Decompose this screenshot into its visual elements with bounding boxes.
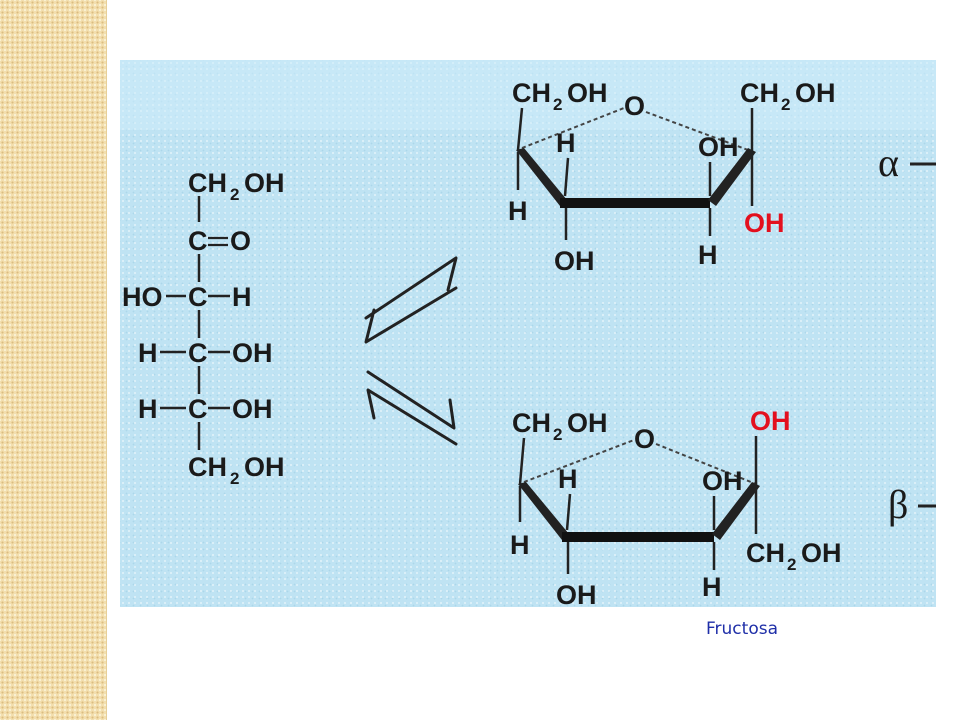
c1-oh-label: OH	[244, 168, 285, 198]
alpha-c5-c6-bond	[516, 107, 524, 151]
beta-oh-bottom: OH	[556, 580, 597, 607]
alpha-fructofuranose: CH 2 OH O H OH H CH 2 OH OH OH H	[508, 78, 936, 276]
alpha-c1-oh: OH	[795, 78, 836, 108]
c6-subscript: 2	[230, 469, 239, 488]
alpha-anomeric-oh: OH	[744, 208, 785, 238]
c2-carbon: C	[188, 226, 208, 256]
c3-carbon: C	[188, 282, 208, 312]
beta-c1-sub: 2	[787, 555, 796, 574]
beta-c1-oh: OH	[801, 538, 842, 568]
alpha-label: α	[878, 140, 899, 185]
alpha-c6-sub: 2	[553, 95, 562, 114]
alpha-oh-upper: OH	[698, 132, 739, 162]
equilibrium-arrow-upper	[364, 256, 458, 344]
alpha-h-bottom: H	[698, 240, 718, 270]
beta-fructofuranose: CH 2 OH O OH H OH H CH 2 OH OH H	[510, 406, 936, 607]
alpha-wedge-right	[708, 148, 756, 206]
beta-h-left: H	[510, 530, 530, 560]
c6-ch2-label: CH	[188, 452, 227, 482]
beta-ring-bond-o-c2	[655, 443, 757, 485]
alpha-c1-ch2: CH	[740, 78, 779, 108]
c3-ho-label: HO	[122, 282, 163, 312]
open-chain-fructose: CH 2 OH C O HO C H H C OH H C OH	[122, 168, 285, 488]
beta-c5-c6-bond	[518, 437, 526, 485]
beta-h-upper: H	[558, 464, 578, 494]
beta-wedge-right	[712, 482, 760, 540]
c4-carbon: C	[188, 338, 208, 368]
beta-ring-bond-c5-o	[523, 439, 635, 483]
beta-anomeric-oh: OH	[750, 406, 791, 436]
beta-wedge-left	[518, 482, 569, 540]
alpha-c1-sub: 2	[781, 95, 790, 114]
beta-c6-ch2: CH	[512, 408, 551, 438]
c1-subscript: 2	[230, 185, 239, 204]
beta-c6-sub: 2	[553, 425, 562, 444]
c5-oh-label: OH	[232, 394, 273, 424]
c4-oh-label: OH	[232, 338, 273, 368]
alpha-c6-oh: OH	[567, 78, 608, 108]
beta-ring-oxygen: O	[634, 424, 655, 454]
beta-h-bottom: H	[702, 572, 722, 602]
c2-oxygen: O	[230, 226, 251, 256]
alpha-h-upper: H	[556, 128, 576, 158]
alpha-bold-bottom-bond	[560, 198, 710, 208]
figure-caption: Fructosa	[706, 619, 778, 639]
c3-h-label: H	[232, 282, 252, 312]
figure-top-band	[120, 60, 936, 130]
c6-oh-label: OH	[244, 452, 285, 482]
equilibrium-arrow-lower	[366, 370, 458, 446]
structures-canvas: CH 2 OH C O HO C H H C OH H C OH	[122, 78, 936, 607]
decorative-side-band	[0, 0, 107, 720]
alpha-ring-bond-c5-o	[521, 107, 625, 149]
beta-c1-ch2: CH	[746, 538, 785, 568]
beta-oh-upper: OH	[702, 466, 743, 496]
alpha-wedge-left	[516, 148, 567, 206]
c5-h-label: H	[138, 394, 158, 424]
alpha-h-left: H	[508, 196, 528, 226]
c5-carbon: C	[188, 394, 208, 424]
alpha-ring-oxygen: O	[624, 91, 645, 121]
beta-label: β	[888, 482, 908, 527]
c4-h-label: H	[138, 338, 158, 368]
alpha-c6-ch2: CH	[512, 78, 551, 108]
alpha-oh-bottom: OH	[554, 246, 595, 276]
beta-h-upper-bond	[565, 493, 572, 531]
c1-ch2-label: CH	[188, 168, 227, 198]
beta-bold-bottom-bond	[562, 532, 714, 542]
beta-c6-oh: OH	[567, 408, 608, 438]
fructose-cyclization-diagram: CH 2 OH C O HO C H H C OH H C OH	[120, 60, 936, 607]
alpha-h-upper-bond	[563, 157, 570, 197]
